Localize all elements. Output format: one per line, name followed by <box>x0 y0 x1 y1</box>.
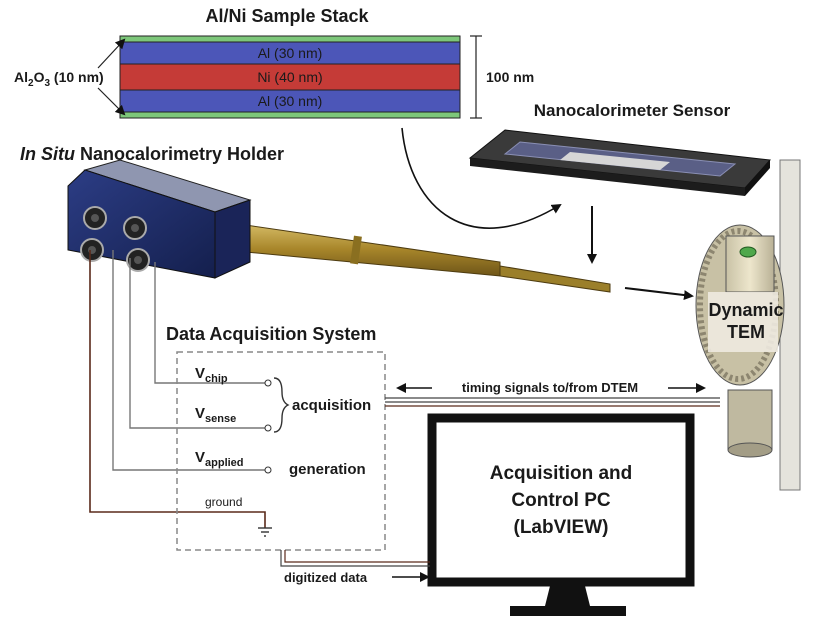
holder-label: In Situ Nanocalorimetry Holder <box>20 144 284 164</box>
oxide-label-mid: O <box>34 69 45 85</box>
holder-connector-2 <box>123 216 147 240</box>
v-chip-terminal <box>264 379 272 387</box>
oxide-label-prefix: Al <box>14 69 28 85</box>
oxide-label-sub1: 2 <box>28 78 34 89</box>
timing-signals: timing signals to/from DTEM <box>385 380 720 407</box>
v-chip-label-sub: chip <box>205 373 228 385</box>
monitor-screen <box>427 413 695 587</box>
stack-layer-oxide-top <box>119 35 461 43</box>
oxide-label: Al2O3 (10 nm) <box>14 69 104 89</box>
pc-label-line3: (LabVIEW) <box>514 517 609 538</box>
v-applied-label-sub: applied <box>205 457 244 469</box>
holder-rod-tip <box>499 265 611 293</box>
v-sense-terminal <box>264 424 272 432</box>
nanocalorimeter-sensor: Nanocalorimeter Sensor <box>468 101 772 196</box>
v-sense-label: Vsense <box>195 405 236 425</box>
holder: In Situ Nanocalorimetry Holder <box>20 144 611 293</box>
tem-goniometer-block <box>725 235 775 293</box>
stack-to-sensor-arrow <box>401 127 562 229</box>
monitor-neck <box>545 586 590 606</box>
sensor-chip-end <box>745 160 770 196</box>
oxide-label-suffix: (10 nm) <box>50 69 104 85</box>
tem-label-bg <box>708 292 778 352</box>
wire-v-chip <box>154 262 265 384</box>
stack-title: Al/Ni Sample Stack <box>205 6 369 26</box>
daq-title: Data Acquisition System <box>166 324 376 344</box>
holder-to-tem-arrow <box>624 287 694 301</box>
pc-label-line1: Acquisition and <box>490 463 633 484</box>
pc-label-line2: Control PC <box>511 490 610 511</box>
tem-label-line2: TEM <box>727 322 765 342</box>
v-applied-label: Vapplied <box>195 449 244 469</box>
acquisition-label: acquisition <box>292 397 371 414</box>
v-chip-label: Vchip <box>195 365 228 385</box>
v-chip-label-main: V <box>195 365 205 382</box>
v-sense-label-sub: sense <box>205 413 236 425</box>
control-pc-monitor: Acquisition and Control PC (LabVIEW) <box>427 413 695 616</box>
oxide-pointer-bottom <box>97 87 126 116</box>
digitized-line-2 <box>284 550 430 563</box>
oxide-pointer-top <box>97 38 126 69</box>
monitor-base <box>510 606 626 616</box>
tem-label-line1: Dynamic <box>708 300 783 320</box>
holder-connector-1 <box>83 206 107 230</box>
holder-rod <box>224 221 501 277</box>
v-sense-label-main: V <box>195 405 205 422</box>
tem-indicator-light <box>739 246 757 258</box>
stack-layer-label-al-top: Al (30 nm) <box>258 45 323 61</box>
wire-v-sense <box>129 258 265 429</box>
holder-box-end <box>214 199 251 279</box>
digitized-data: digitized data <box>280 550 430 585</box>
v-applied-label-main: V <box>195 449 205 466</box>
stack-layer-ni <box>119 63 461 91</box>
tem-column: Dynamic TEM <box>695 159 801 491</box>
total-thickness-label: 100 nm <box>486 69 534 85</box>
sensor-chip-side <box>470 158 745 196</box>
stack-layer-label-ni: Ni (40 nm) <box>257 69 322 85</box>
sensor-label: Nanocalorimeter Sensor <box>534 101 731 120</box>
v-applied-terminal <box>264 466 272 474</box>
holder-connector-3 <box>80 238 104 262</box>
tem-port-stem <box>727 389 773 451</box>
oxide-label-sub2: 3 <box>44 78 50 89</box>
acquisition-brace <box>273 377 290 433</box>
stack-layer-label-al-bottom: Al (30 nm) <box>258 93 323 109</box>
digitized-line-1 <box>280 550 430 567</box>
holder-label-italic: In Situ <box>20 144 75 164</box>
sensor-membrane <box>560 152 670 170</box>
holder-connector-4 <box>126 248 150 272</box>
digitized-label: digitized data <box>284 570 368 585</box>
tem-port-stem-base <box>727 442 773 458</box>
timing-label: timing signals to/from DTEM <box>462 380 638 395</box>
wire-v-applied <box>112 250 265 471</box>
sample-stack: Al/Ni Sample Stack Al (30 nm) Ni (40 nm)… <box>14 6 534 119</box>
stack-layer-oxide-bottom <box>119 111 461 119</box>
holder-rod-ring <box>350 235 362 265</box>
generation-label: generation <box>289 461 366 478</box>
ground-label: ground <box>205 495 242 509</box>
holder-label-rest: Nanocalorimetry Holder <box>75 144 284 164</box>
data-acquisition-system: Data Acquisition System Vchip Vsense Vap… <box>166 324 386 551</box>
